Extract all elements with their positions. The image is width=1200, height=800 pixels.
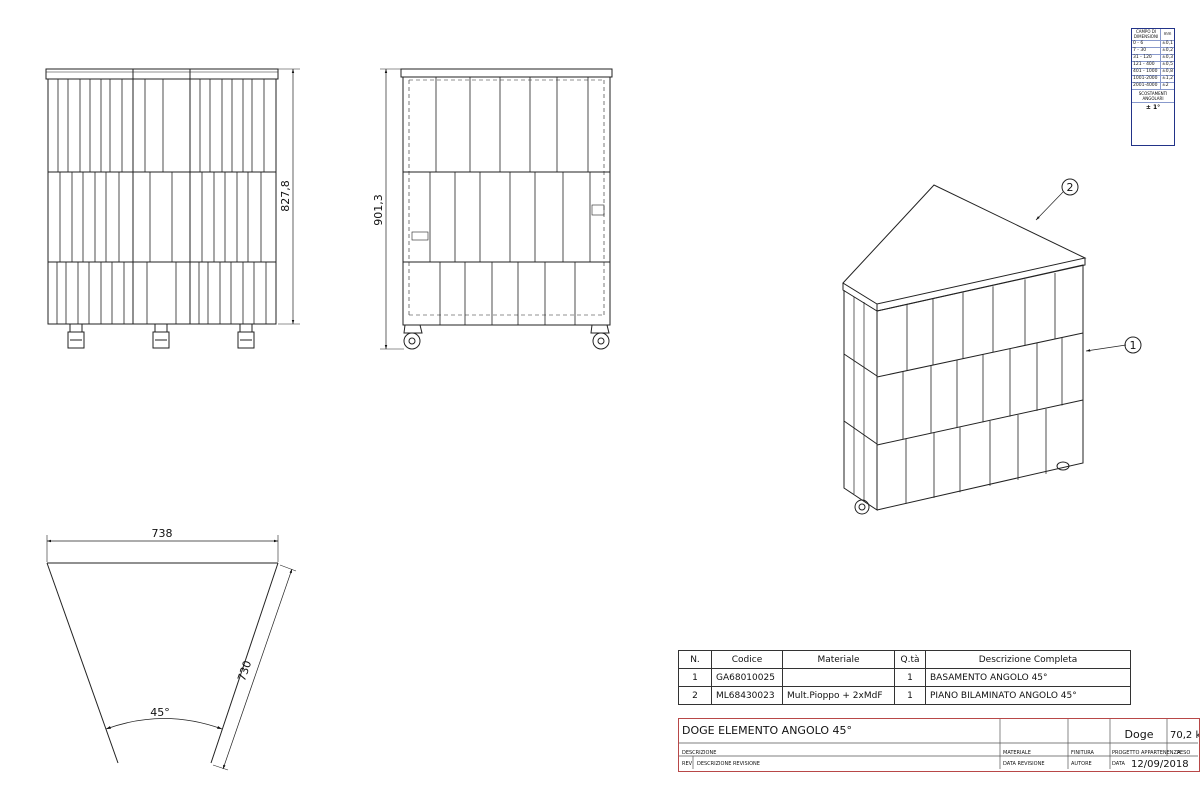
top-view	[46, 535, 297, 771]
tol-range: 401 - 1000	[1132, 68, 1161, 76]
tol-value: ±0,1	[1160, 40, 1174, 48]
tol-header-right: mm	[1160, 29, 1174, 41]
table-row: 2 ML68430023 Mult.Pioppo + 2xMdF 1 PIANO…	[678, 686, 1131, 705]
label-data: DATA	[1112, 761, 1125, 767]
weight-value: 70,2 kg	[1170, 730, 1200, 741]
col-header-codice: Codice	[711, 650, 783, 669]
label-finitura: FINITURA	[1071, 750, 1095, 756]
label-descrizione: DESCRIZIONE	[682, 750, 716, 756]
label-rev: REV	[682, 761, 693, 767]
label-descrizione-revisione: DESCRIZIONE REVISIONE	[697, 761, 760, 767]
label-data-revisione: DATA REVISIONE	[1003, 761, 1044, 767]
tol-range: 0 - 6	[1132, 40, 1161, 48]
tol-range: 7 - 30	[1132, 47, 1161, 55]
col-header-qty: Q.tà	[894, 650, 926, 669]
tol-value: ±0,5	[1160, 61, 1174, 69]
tolerance-table: CAMPO DI DIMENSIONI mm 0 - 6±0,1 7 - 30±…	[1131, 28, 1175, 146]
col-header-n: N.	[678, 650, 712, 669]
col-header-descrizione: Descrizione Completa	[925, 650, 1131, 669]
tol-range: 1001-2000	[1132, 75, 1161, 83]
tol-range: 121 - 400	[1132, 61, 1161, 69]
project-name: Doge	[1125, 728, 1154, 741]
tol-value: ±0,3	[1160, 54, 1174, 62]
dim-height-front: 827,8	[279, 180, 292, 212]
label-progetto: PROGETTO APPARTENENZA	[1112, 750, 1181, 756]
isometric-view	[842, 178, 1142, 515]
cell-material: Mult.Pioppo + 2xMdF	[782, 686, 895, 705]
tol-header-left: CAMPO DI DIMENSIONI	[1132, 29, 1161, 41]
tol-value: ±1,2	[1160, 75, 1174, 83]
cell-qty: 1	[894, 668, 926, 687]
parts-table: N. Codice Materiale Q.tà Descrizione Com…	[678, 650, 1131, 705]
label-autore: AUTORE	[1071, 761, 1092, 767]
title-block	[678, 718, 1200, 772]
cell-description: BASAMENTO ANGOLO 45°	[925, 668, 1131, 687]
cell-n: 2	[678, 686, 712, 705]
cell-material	[782, 668, 895, 687]
dim-height-side: 901,3	[372, 194, 385, 226]
tol-range: 31 - 120	[1132, 54, 1161, 62]
cell-qty: 1	[894, 686, 926, 705]
front-view	[45, 68, 300, 349]
table-row: 1 GA68010025 1 BASAMENTO ANGOLO 45°	[678, 668, 1131, 687]
tol-angular-label: SCOSTAMENTI ANGOLARI	[1132, 90, 1174, 103]
tol-range: 2001-4000	[1132, 82, 1161, 90]
dim-top-width: 738	[152, 527, 173, 540]
cell-description: PIANO BILAMINATO ANGOLO 45°	[925, 686, 1131, 705]
label-peso: PESO	[1177, 750, 1190, 756]
dim-side-length: 730	[235, 659, 254, 683]
tol-value: ±2	[1160, 82, 1174, 90]
tol-value: ±0,2	[1160, 47, 1174, 55]
label-materiale: MATERIALE	[1003, 750, 1031, 756]
col-header-materiale: Materiale	[782, 650, 895, 669]
title-main: DOGE ELEMENTO ANGOLO 45°	[682, 724, 852, 737]
title-block-lines	[679, 719, 1198, 769]
cell-code: GA68010025	[711, 668, 783, 687]
balloon-1: 1	[1130, 339, 1137, 352]
cell-n: 1	[678, 668, 712, 687]
cell-code: ML68430023	[711, 686, 783, 705]
date-value: 12/09/2018	[1131, 759, 1189, 770]
dim-angle: 45°	[150, 706, 170, 719]
tol-value: ±0,8	[1160, 68, 1174, 76]
balloon-2: 2	[1067, 181, 1074, 194]
side-view	[380, 68, 613, 350]
tol-angular-value: ± 1°	[1145, 104, 1161, 111]
